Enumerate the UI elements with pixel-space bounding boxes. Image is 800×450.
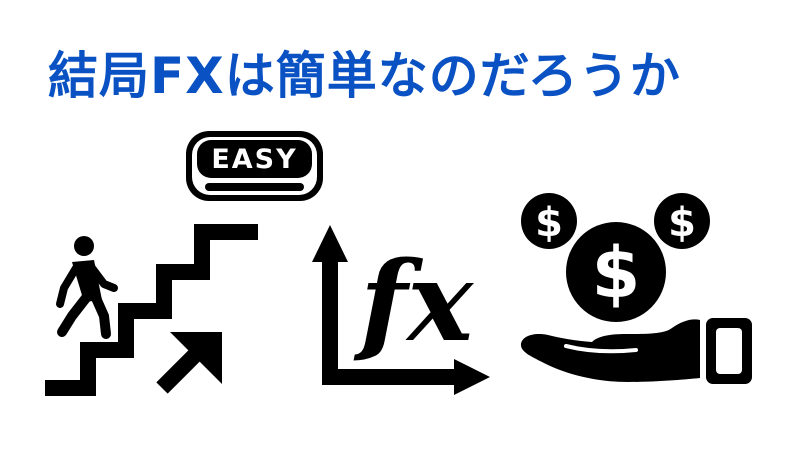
coin-icon: $ [566,222,666,322]
axis-arrows-icon [312,225,490,395]
hand-icon [520,318,752,384]
walking-person-icon [56,236,118,339]
staircase-icon [45,224,258,396]
easy-button-icon: EASY [186,131,323,201]
coin-icon: $ [521,193,577,249]
coin-small-left-symbol: $ [535,200,563,246]
headline: 結局FXは簡単なのだろうか [48,47,681,105]
coin-large-symbol: $ [592,232,641,314]
easy-button-label: EASY [211,144,297,175]
fx-icon: fx [353,237,474,366]
arrow-up-right-icon [156,332,222,394]
coin-small-right-symbol: $ [668,200,696,246]
coin-icon: $ [654,193,710,249]
